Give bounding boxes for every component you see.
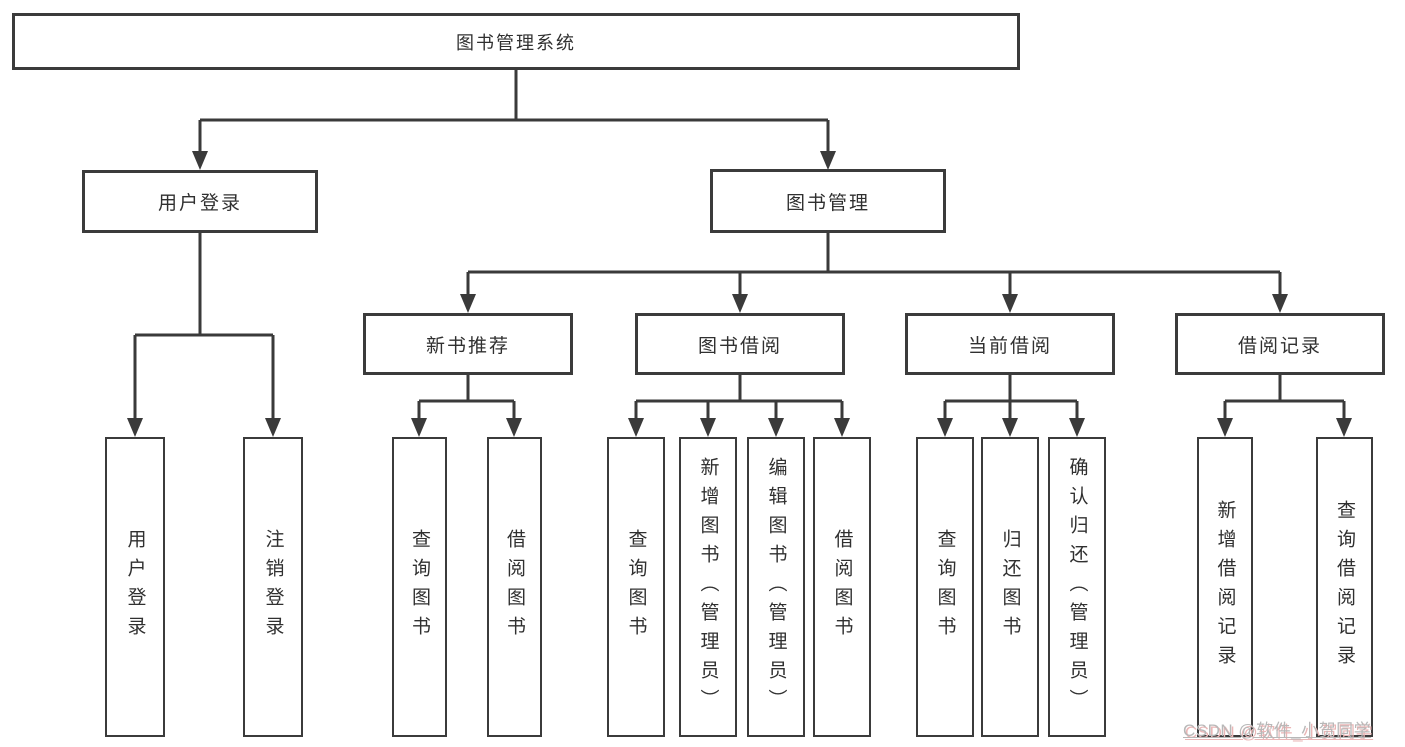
leaf-query-books-current: 查询图书 [916, 437, 974, 737]
leaf-user-login: 用户登录 [105, 437, 165, 737]
leaf-borrow-books: 借阅图书 [813, 437, 871, 737]
leaf-logout: 注销登录 [243, 437, 303, 737]
node-borrow-records: 借阅记录 [1175, 313, 1385, 375]
node-user-login: 用户登录 [82, 170, 318, 233]
leaf-return-books: 归还图书 [981, 437, 1039, 737]
leaf-query-borrow-record: 查询借阅记录 [1316, 437, 1373, 737]
leaf-add-books-admin: 新增图书（管理员） [679, 437, 737, 737]
leaf-borrow-books-recommend: 借阅图书 [487, 437, 542, 737]
leaf-add-borrow-record: 新增借阅记录 [1197, 437, 1253, 737]
csdn-watermark: CSDN @软件_小贺同学 [1183, 721, 1372, 740]
node-current-borrowing: 当前借阅 [905, 313, 1115, 375]
node-book-management: 图书管理 [710, 169, 946, 233]
node-book-borrowing: 图书借阅 [635, 313, 845, 375]
leaf-query-books-borrow: 查询图书 [607, 437, 665, 737]
node-new-book-recommend: 新书推荐 [363, 313, 573, 375]
node-root-system: 图书管理系统 [12, 13, 1020, 70]
leaf-query-books-recommend: 查询图书 [392, 437, 447, 737]
leaf-edit-books-admin: 编辑图书（管理员） [747, 437, 805, 737]
leaf-confirm-return-admin: 确认归还（管理员） [1048, 437, 1106, 737]
